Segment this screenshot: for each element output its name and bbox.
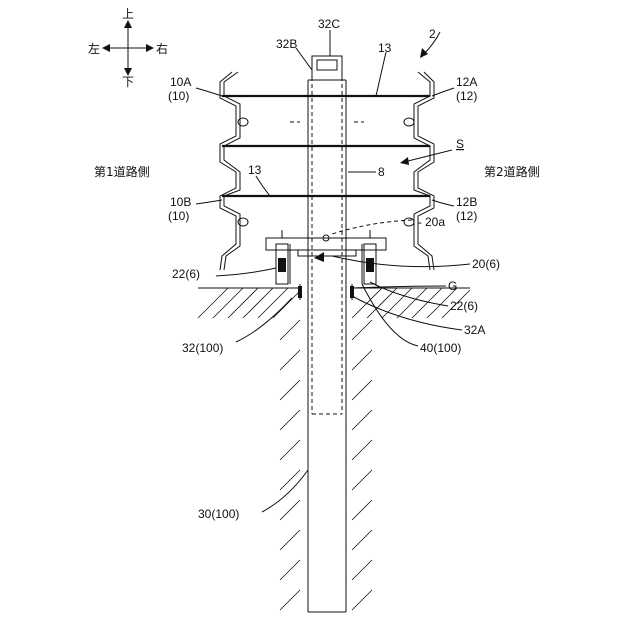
label-40: 40(100) [420, 341, 461, 355]
label-22-right: 22(6) [450, 299, 478, 313]
direction-left-label: 左 [88, 41, 100, 56]
post-upper [308, 80, 346, 250]
first-road-side-label: 第1道路側 [94, 164, 150, 179]
label-10A-sub: (10) [168, 89, 189, 103]
post-30 [308, 250, 346, 612]
label-13-mid: 13 [248, 163, 262, 177]
post-cap-32C [308, 56, 346, 80]
post-soil-hatching [280, 320, 372, 610]
rail-profile-right [404, 72, 434, 270]
label-20a: 20a [425, 215, 445, 229]
rail-profile-left [220, 72, 248, 270]
label-13-top: 13 [378, 41, 392, 55]
label-10B-sub: (10) [168, 209, 189, 223]
label-12A-sub: (12) [456, 89, 477, 103]
direction-down-label: 下 [122, 75, 134, 89]
label-10A: 10A [170, 75, 191, 89]
inner-post-hidden [312, 70, 342, 414]
base-plate-20 [266, 230, 386, 256]
label-32A: 32A [464, 323, 485, 337]
label-30: 30(100) [198, 507, 239, 521]
label-12A: 12A [456, 75, 477, 89]
label-20a-dash: - [418, 215, 422, 229]
ground-hatching [198, 288, 470, 318]
label-G: G [448, 279, 457, 293]
second-road-side-label: 第2道路側 [484, 164, 540, 179]
label-32B: 32B [276, 37, 297, 51]
label-22-left: 22(6) [172, 267, 200, 281]
label-12B: 12B [456, 195, 477, 209]
label-32C: 32C [318, 17, 340, 31]
label-20: 20(6) [472, 257, 500, 271]
label-2: 2 [429, 27, 436, 41]
direction-right-label: 右 [156, 41, 168, 56]
label-10B: 10B [170, 195, 191, 209]
label-12B-sub: (12) [456, 209, 477, 223]
label-8: 8 [378, 165, 385, 179]
reference-labels: 2 32C 32B 13 10A (10) 12A (12) S 8 13 10… [168, 17, 500, 521]
plate-20-arrow [314, 252, 470, 267]
ground [198, 288, 470, 610]
label-32: 32(100) [182, 341, 223, 355]
rail-beams [222, 96, 430, 196]
direction-up-label: 上 [122, 7, 134, 21]
direction-compass: 上 下 左 右 [88, 7, 168, 89]
label-S: S [456, 137, 464, 151]
